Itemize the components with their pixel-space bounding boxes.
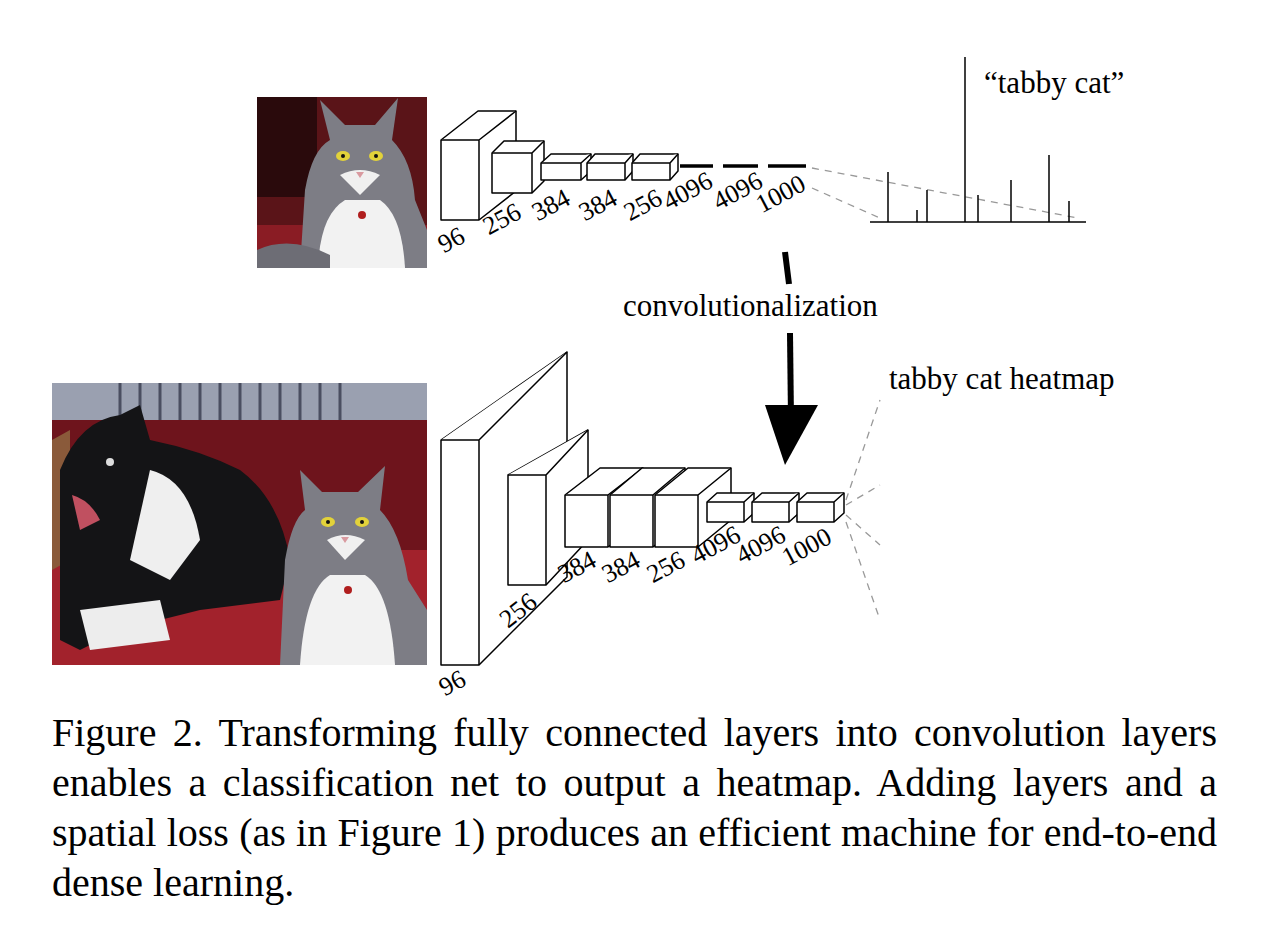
dashed-leaders	[812, 168, 1078, 218]
fc-layer-lines	[680, 164, 806, 168]
channel-count: 256	[495, 589, 542, 633]
channel-count: 96	[434, 223, 469, 258]
channel-count: 256	[643, 547, 690, 588]
cat-photo	[257, 97, 427, 268]
channel-count: 1000	[778, 524, 836, 571]
channel-count: 96	[435, 666, 470, 701]
channel-count: 384	[554, 547, 601, 588]
heatmap-leaders	[846, 400, 880, 620]
channel-count: 384	[598, 547, 645, 588]
transform-arrow	[765, 252, 818, 465]
channel-count: 384	[575, 185, 622, 226]
figure-caption: Figure 2. Transforming fully connected l…	[52, 708, 1217, 908]
transform-label: convolutionalization	[623, 290, 878, 321]
channel-count: 384	[528, 185, 575, 226]
dog-cat-photo	[52, 383, 427, 665]
bottom-layer-boxes	[441, 352, 844, 665]
class-label: “tabby cat”	[984, 67, 1124, 98]
heatmap-label: tabby cat heatmap	[889, 363, 1115, 394]
channel-count: 256	[479, 199, 526, 240]
